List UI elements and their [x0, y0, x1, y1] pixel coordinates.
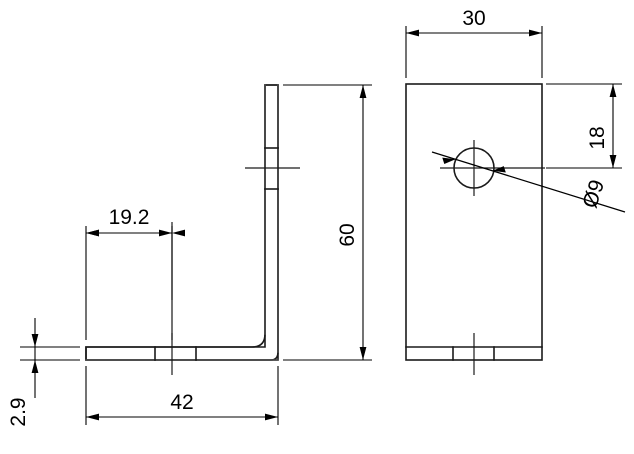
side-view-geometry — [85, 84, 300, 375]
dimension-19-2: 19.2 — [85, 206, 185, 340]
dim-text-2-9: 2.9 — [7, 397, 30, 426]
plate-outline — [405, 83, 543, 361]
arrow-18-bottom — [609, 155, 617, 168]
arrow-18-top — [609, 84, 617, 97]
arrow-2-9-bottom — [31, 360, 39, 373]
arrow-30-left — [406, 29, 419, 37]
dimension-18: 18 — [546, 83, 622, 169]
arrow-19-2-left — [86, 229, 99, 237]
dimension-60: 60 — [283, 84, 372, 361]
dim-text-60: 60 — [336, 223, 359, 246]
dimension-2-9: 2.9 — [7, 318, 80, 427]
arrow-2-9-top — [31, 334, 39, 347]
leader-line-diameter-9 — [431, 151, 626, 213]
dim-text-19-2: 19.2 — [109, 206, 150, 229]
arrow-19-2-right — [159, 229, 172, 237]
arrow-42-right — [265, 413, 278, 421]
arrow-diameter-9-right — [492, 166, 506, 173]
dim-text-18: 18 — [586, 126, 609, 149]
dim-text-30: 30 — [462, 7, 485, 30]
dimension-30: 30 — [405, 7, 543, 78]
arrow-42-left — [86, 413, 99, 421]
front-view-geometry — [405, 83, 545, 375]
arrow-diameter-9-left — [442, 157, 456, 164]
dimension-diameter-9: Ø9 — [431, 151, 626, 213]
arrow-30-right — [529, 29, 542, 37]
arrow-60-bottom — [359, 347, 367, 360]
arrow-60-top — [359, 85, 367, 98]
dimension-42: 42 — [85, 366, 279, 425]
dim-text-42: 42 — [170, 391, 193, 414]
